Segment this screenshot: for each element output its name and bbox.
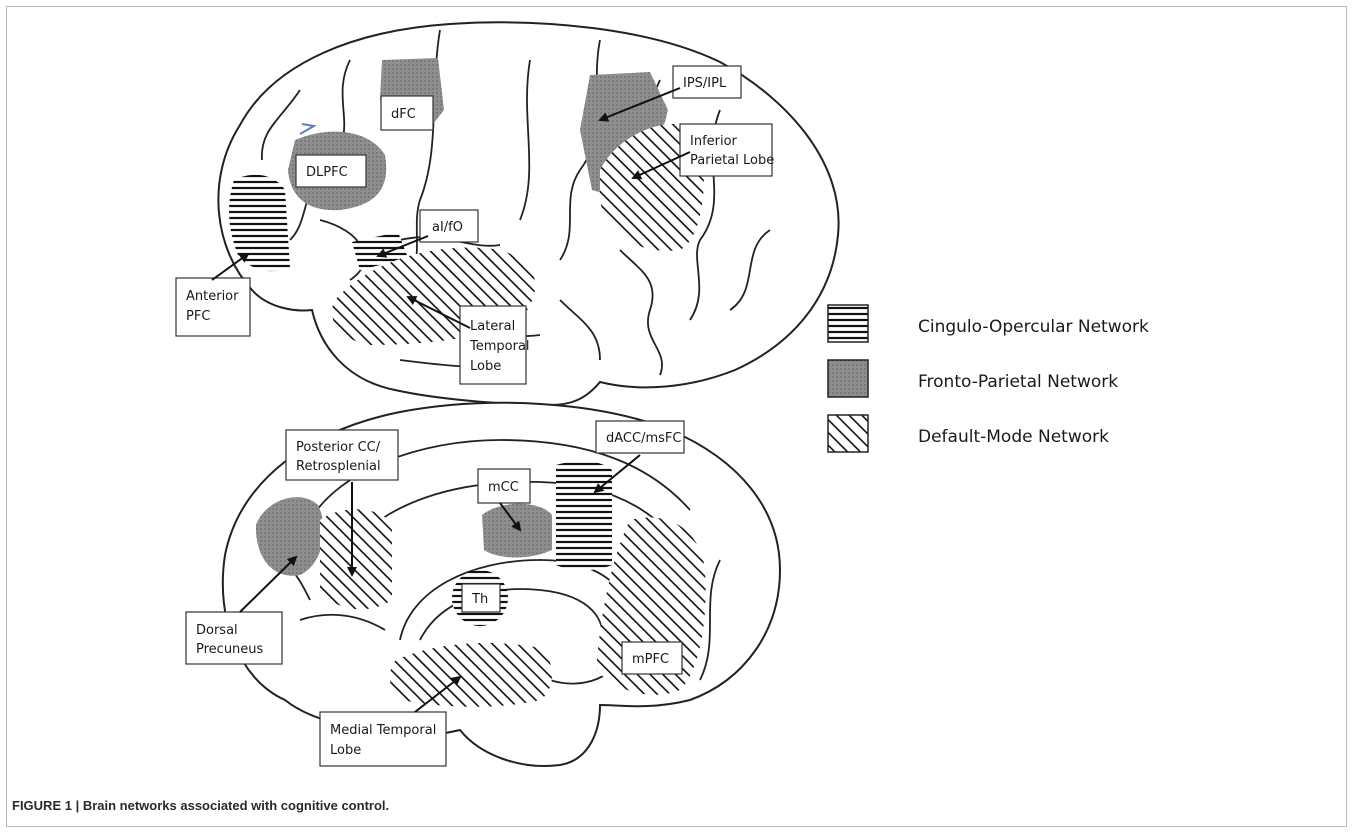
label-ips-ipl: IPS/IPL bbox=[683, 76, 727, 91]
label-lateral-temporal-3: Lobe bbox=[470, 359, 501, 374]
label-medial-temporal-1: Medial Temporal bbox=[330, 723, 436, 738]
label-dlpfc: DLPFC bbox=[306, 165, 348, 180]
region-dacc-msfc bbox=[556, 460, 612, 571]
region-dorsal-precuneus bbox=[255, 497, 324, 576]
region-mcc bbox=[482, 503, 552, 558]
label-posterior-cc-1: Posterior CC/ bbox=[296, 440, 381, 455]
region-inferior-parietal bbox=[600, 123, 704, 251]
region-medial-temporal bbox=[389, 643, 552, 707]
label-thalamus: Th bbox=[471, 592, 488, 607]
annotation-mark bbox=[299, 123, 317, 135]
label-ai-fo: aI/fO bbox=[432, 220, 463, 235]
legend-swatch-fronto-parietal bbox=[827, 359, 869, 398]
label-anterior-pfc-2: PFC bbox=[186, 309, 210, 324]
legend-label-cingulo-opercular: Cingulo-Opercular Network bbox=[918, 317, 1149, 337]
figure-frame bbox=[6, 6, 1347, 827]
legend-label-default-mode: Default-Mode Network bbox=[918, 427, 1109, 447]
label-medial-temporal-2: Lobe bbox=[330, 743, 361, 758]
lateral-labels: dFC IPS/IPL Inferior Parietal Lobe DLPFC… bbox=[175, 65, 774, 385]
legend: Cingulo-Opercular Network Fronto-Parieta… bbox=[827, 304, 1149, 453]
figure-caption: FIGURE 1 | Brain networks associated wit… bbox=[12, 798, 389, 813]
label-mpfc: mPFC bbox=[632, 652, 669, 667]
brain-networks-figure: dFC IPS/IPL Inferior Parietal Lobe DLPFC… bbox=[175, 21, 1149, 767]
label-inferior-parietal-2: Parietal Lobe bbox=[690, 153, 774, 168]
region-anterior-pfc bbox=[229, 174, 290, 272]
label-lateral-temporal-2: Temporal bbox=[469, 339, 530, 354]
label-dacc-msfc: dACC/msFC bbox=[606, 431, 681, 446]
legend-swatch-default-mode bbox=[827, 414, 869, 453]
label-posterior-cc-2: Retrosplenial bbox=[296, 459, 381, 474]
label-lateral-temporal-1: Lateral bbox=[470, 319, 515, 334]
label-anterior-pfc-1: Anterior bbox=[186, 289, 239, 304]
medial-labels: Posterior CC/ Retrosplenial mCC dACC/msF… bbox=[185, 420, 685, 767]
lateral-brain bbox=[217, 21, 840, 407]
label-inferior-parietal-1: Inferior bbox=[690, 134, 738, 149]
label-dfc: dFC bbox=[391, 107, 416, 122]
legend-label-fronto-parietal: Fronto-Parietal Network bbox=[918, 372, 1118, 392]
caption-text: Brain networks associated with cognitive… bbox=[82, 798, 390, 813]
label-dorsal-precuneus-1: Dorsal bbox=[196, 623, 238, 638]
caption-number: FIGURE 1 | bbox=[12, 798, 80, 813]
label-mcc: mCC bbox=[488, 480, 519, 495]
label-dorsal-precuneus-2: Precuneus bbox=[196, 642, 264, 657]
legend-swatch-cingulo-opercular bbox=[827, 304, 869, 343]
region-posterior-cc bbox=[320, 509, 392, 610]
